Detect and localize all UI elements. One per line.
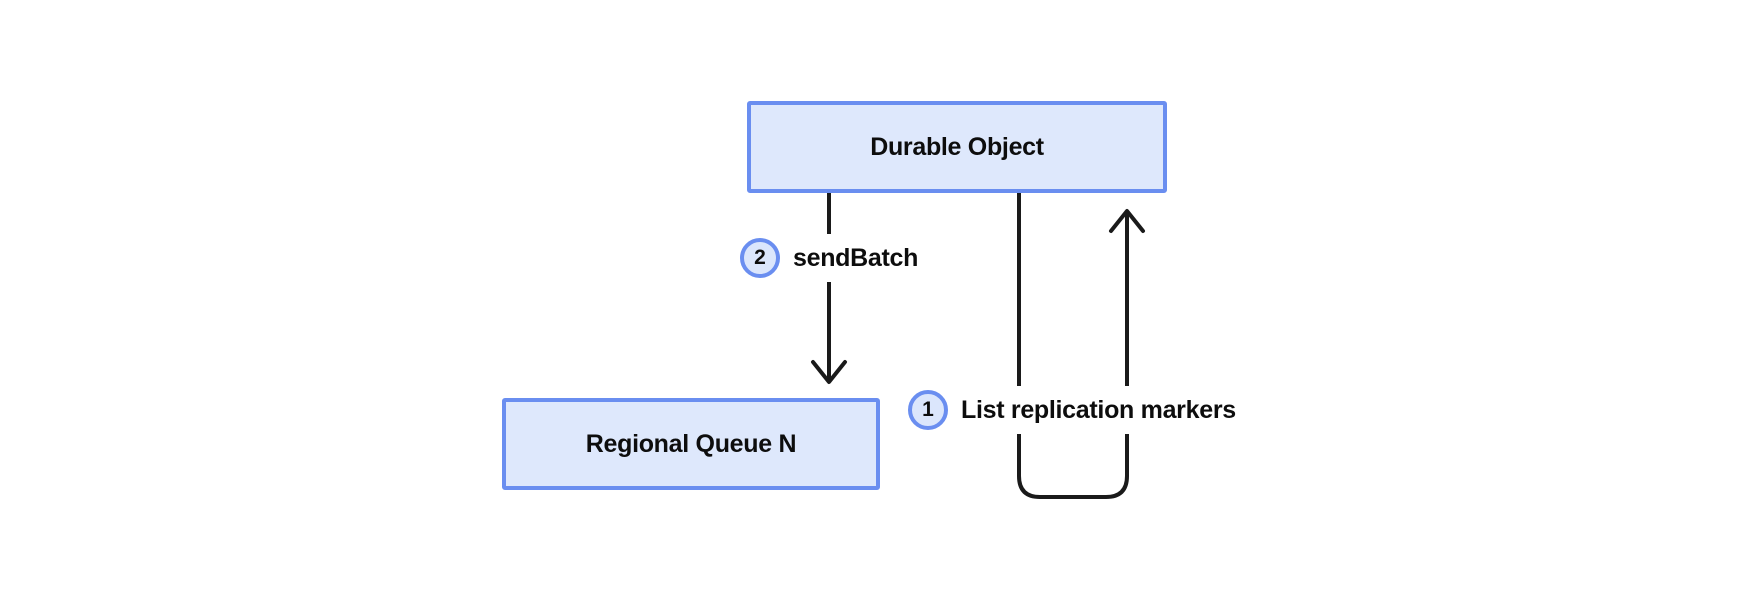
step-1-badge: 1	[908, 390, 948, 430]
edge-label-list-replication-markers: 1 List replication markers	[904, 386, 1246, 434]
loop-arrow-path	[1017, 191, 1129, 499]
edge-label-sendbatch-text: sendBatch	[793, 243, 919, 272]
edge-label-sendbatch: 2 sendBatch	[736, 234, 929, 282]
sendbatch-arrowhead	[811, 360, 847, 384]
step-2-badge: 2	[740, 238, 780, 278]
loop-arrowhead	[1109, 209, 1145, 233]
node-durable-object: Durable Object	[747, 101, 1167, 193]
edge-label-list-replication-markers-text: List replication markers	[961, 395, 1236, 424]
node-regional-queue: Regional Queue N	[502, 398, 880, 490]
node-regional-queue-label: Regional Queue N	[585, 429, 797, 458]
node-durable-object-label: Durable Object	[870, 132, 1044, 161]
